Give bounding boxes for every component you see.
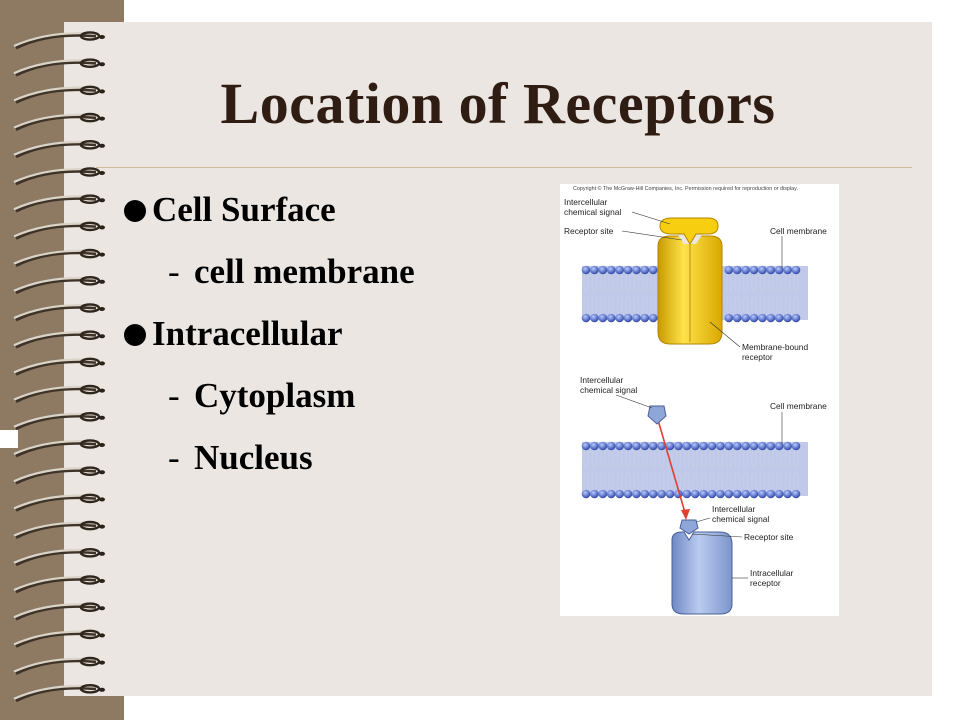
binding-ring [13, 112, 105, 131]
label-cell-membrane-bottom: Cell membrane [770, 401, 827, 411]
binding-notch [0, 430, 18, 448]
binding-ring [13, 439, 105, 458]
binding-ring [13, 466, 105, 485]
label-receptor-site-bottom: Receptor site [744, 532, 794, 542]
label-receptor-site-top: Receptor site [564, 226, 614, 236]
binding-ring [13, 575, 105, 594]
label-membrane-receptor-line1: Membrane-bound [742, 342, 808, 352]
binding-ring [13, 656, 105, 675]
label-signal-bound-line2: chemical signal [712, 514, 769, 524]
binding-ring [13, 520, 105, 539]
binding-ring [13, 384, 105, 403]
subbullet-dash: - [168, 438, 180, 477]
label-signal-top-line2: chemical signal [564, 207, 621, 217]
title-divider [96, 167, 912, 168]
binding-ring [13, 248, 105, 267]
label-signal-top-line1: Intercellular [564, 197, 608, 207]
binding-ring [13, 194, 105, 213]
chemical-signal-bound [679, 519, 699, 535]
receptor-diagram: Copyright © The McGraw-Hill Companies, I… [560, 184, 839, 616]
subbullet-text: Cytoplasm [194, 376, 356, 415]
bullet-dot [124, 324, 146, 346]
intracellular-receptor [671, 531, 733, 615]
binding-ring [13, 58, 105, 77]
copyright-notice: Copyright © The McGraw-Hill Companies, I… [573, 185, 798, 192]
bullet-text: Cell Surface [152, 190, 336, 229]
chemical-signal-free [647, 405, 667, 425]
signal-path-arrow [657, 419, 690, 520]
binding-ring [13, 167, 105, 186]
binding-ring [13, 548, 105, 567]
subbullet-nucleus: -Nucleus [168, 438, 313, 478]
subbullet-text: cell membrane [194, 252, 415, 291]
binding-ring [13, 357, 105, 376]
label-signal-free-line2: chemical signal [580, 385, 637, 395]
binding-ring [13, 275, 105, 295]
cell-membrane-bottom [581, 441, 808, 499]
subbullet-dash: - [168, 376, 180, 415]
label-intracellular-receptor-line1: Intracellular [750, 568, 794, 578]
label-membrane-receptor-line2: receptor [742, 352, 773, 362]
binding-ring [13, 303, 105, 322]
binding-ring [13, 493, 105, 512]
membrane-bound-receptor [657, 232, 723, 345]
chemical-signal-top [659, 217, 719, 245]
label-signal-bound-line1: Intercellular [712, 504, 756, 514]
binding-ring [13, 221, 105, 240]
bullet-cell-surface: Cell Surface [124, 190, 336, 230]
slide-title: Location of Receptors [220, 71, 776, 136]
binding-ring [13, 602, 105, 621]
label-signal-free-line1: Intercellular [580, 375, 624, 385]
label-cell-membrane-top: Cell membrane [770, 226, 827, 236]
binding-ring [13, 31, 105, 50]
binding-ring [13, 85, 105, 104]
subbullet-cytoplasm: -Cytoplasm [168, 376, 355, 416]
binding-ring [13, 629, 105, 648]
bullet-intracellular: Intracellular [124, 314, 343, 354]
bullet-dot [124, 200, 146, 222]
subbullet-cell-membrane: -cell membrane [168, 252, 415, 292]
binding-ring [13, 139, 105, 159]
label-intracellular-receptor-line2: receptor [750, 578, 781, 588]
binding-ring [13, 330, 105, 349]
spiral-rings [13, 31, 105, 703]
subbullet-text: Nucleus [194, 438, 313, 477]
binding-ring [13, 684, 105, 703]
bullet-text: Intracellular [152, 314, 343, 353]
binding-ring [13, 411, 105, 431]
subbullet-dash: - [168, 252, 180, 291]
